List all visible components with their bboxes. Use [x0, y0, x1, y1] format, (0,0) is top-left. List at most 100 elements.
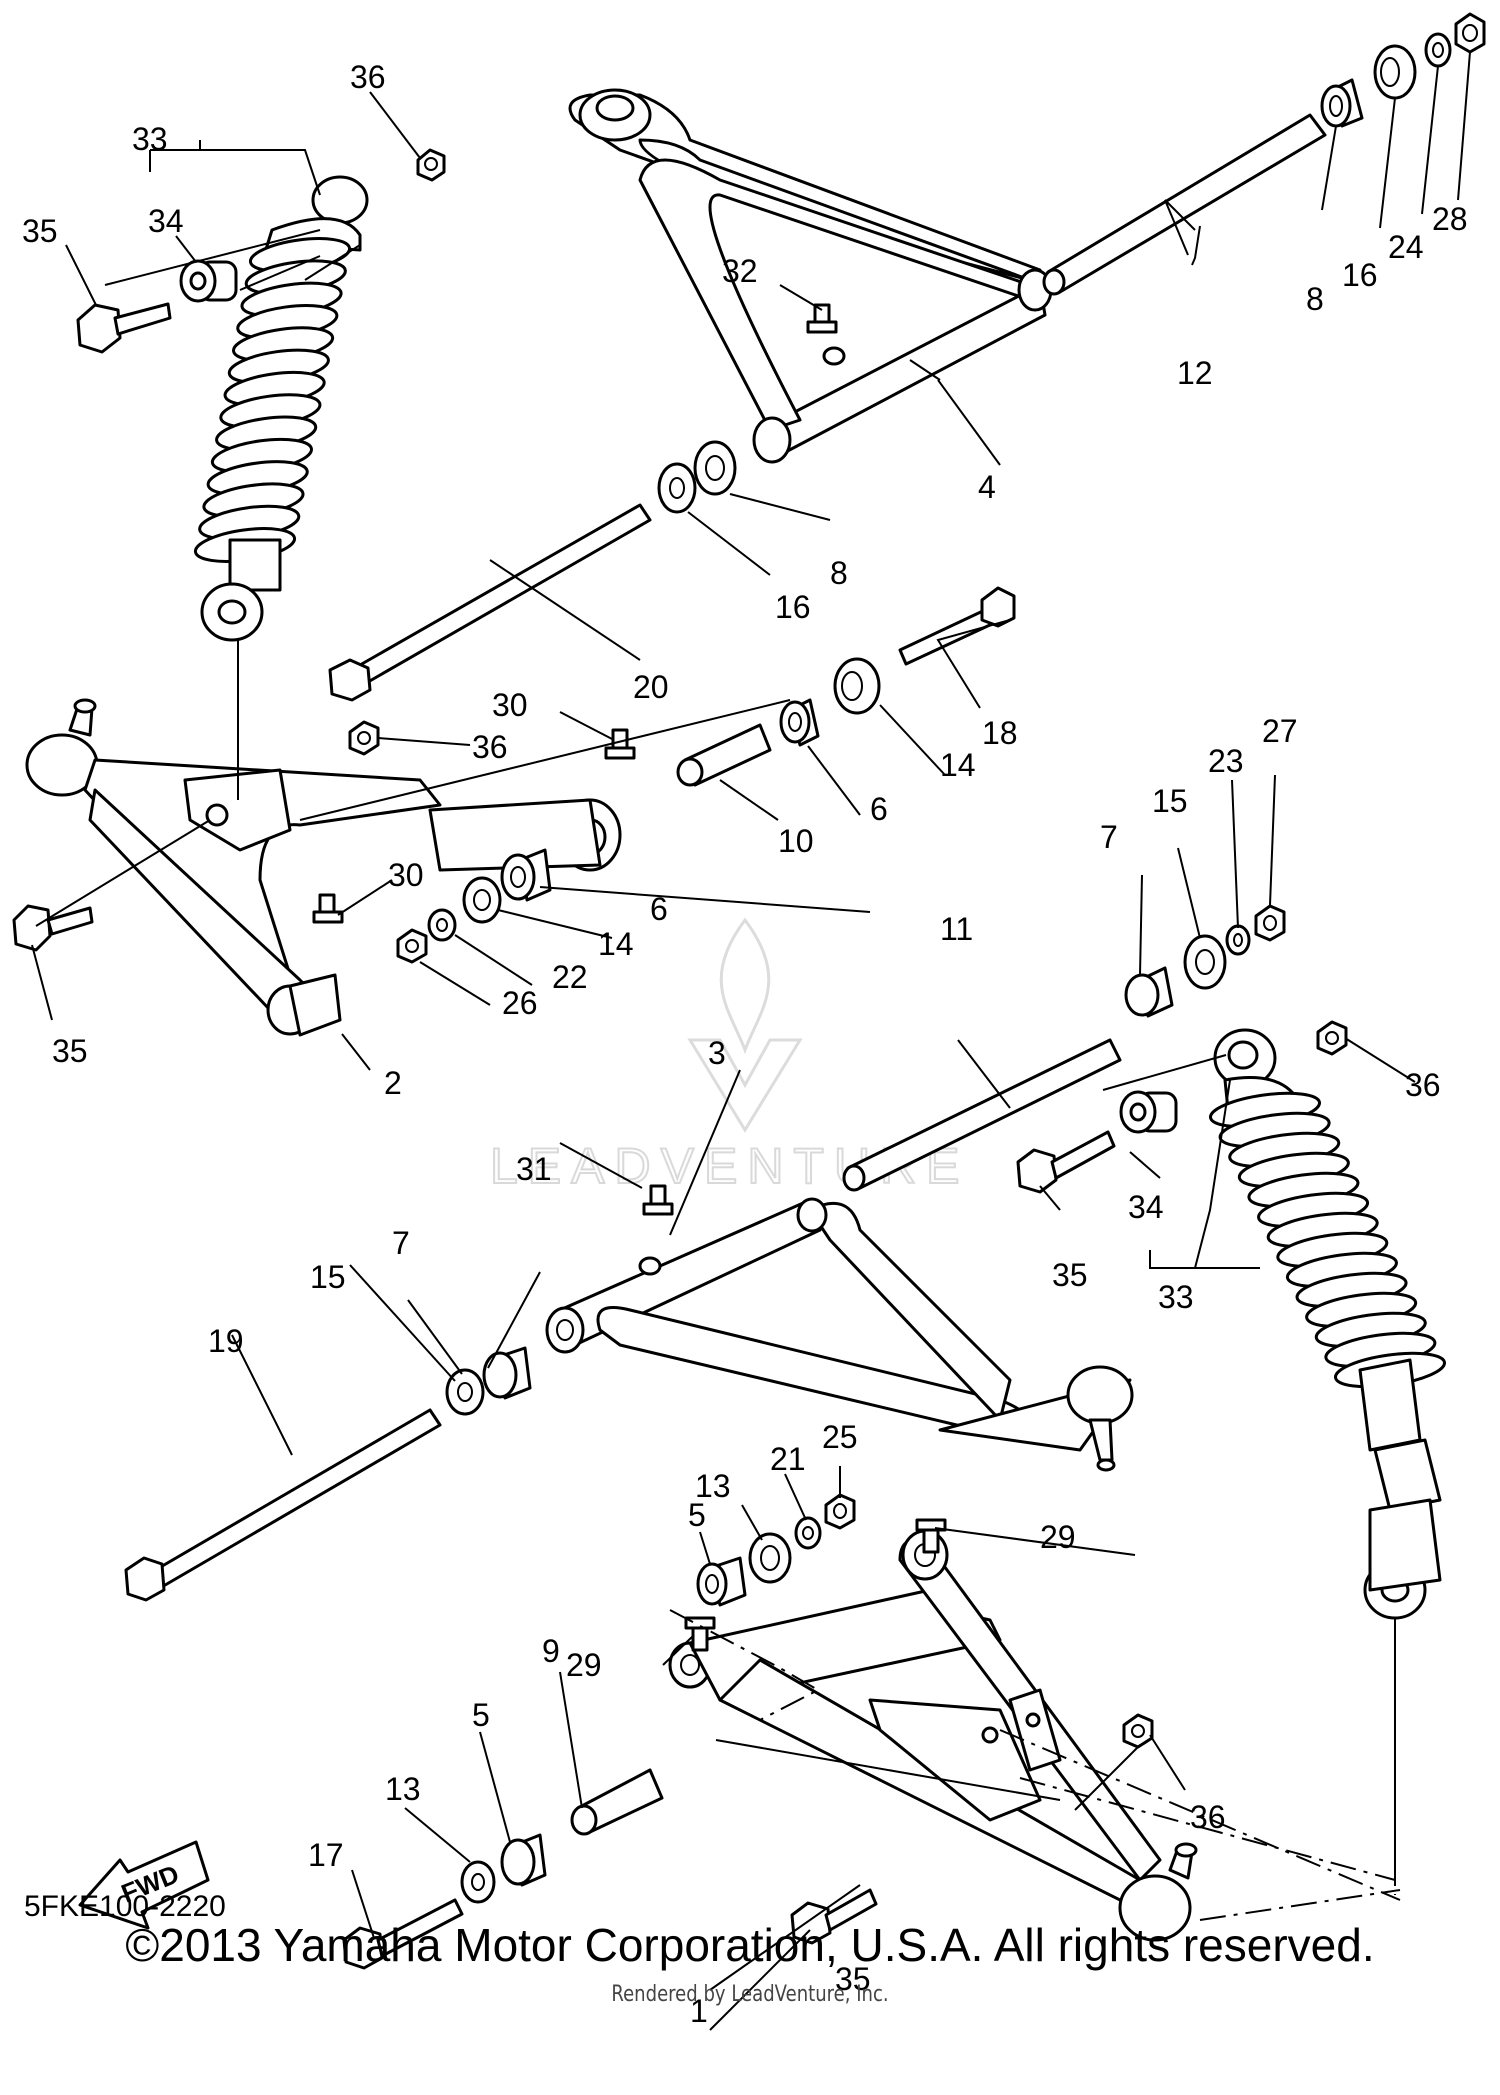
callout-35: 35: [22, 213, 58, 249]
bolt-19: [124, 1408, 442, 1602]
callout-7: 7: [1100, 819, 1118, 855]
callout-33: 33: [132, 121, 168, 157]
nut-36-bottom: [1122, 1713, 1154, 1749]
bolt-17: [342, 1898, 464, 1970]
callout-9: 9: [542, 1633, 560, 1669]
seal-14-upper: [833, 657, 881, 715]
callout-15: 15: [310, 1259, 346, 1295]
callout-35: 35: [52, 1033, 88, 1069]
seal-13-lower: [460, 1860, 496, 1904]
callout-21: 21: [770, 1441, 806, 1477]
bolt-18: [898, 586, 1016, 666]
nut-36-arm2: [348, 720, 380, 756]
bushing-6-lower: [500, 848, 552, 902]
seal-16-top: [1373, 44, 1417, 100]
callout-1: 1: [690, 1993, 708, 2029]
diagram-code: 5FKE100-2220: [24, 1890, 226, 1923]
callout-24: 24: [1388, 229, 1424, 265]
grease-nipple-29-lower: [684, 1616, 716, 1652]
fwd-arrow-icon: FWD: [78, 1840, 210, 1930]
arm-3: [545, 1197, 1134, 1472]
callout-18: 18: [982, 715, 1018, 751]
seal-14-lower: [462, 876, 502, 924]
copyright-notice: ©2013 Yamaha Motor Corporation, U.S.A. A…: [125, 1919, 1375, 1971]
callout-32: 32: [722, 253, 758, 289]
callout-33: 33: [1158, 1279, 1194, 1315]
bolt-35-upper-left: [76, 302, 172, 354]
bushing-5-lower: [500, 1833, 547, 1887]
nut-26: [396, 928, 428, 964]
callout-35: 35: [835, 1961, 871, 1997]
callout-30: 30: [388, 857, 424, 893]
callout-29: 29: [566, 1647, 602, 1683]
nut-36-upper: [416, 148, 446, 182]
grease-nipple-32: [806, 303, 846, 366]
callout-2: 2: [384, 1065, 402, 1101]
callout-4: 4: [978, 469, 996, 505]
callout-8: 8: [1306, 281, 1324, 317]
callout-14: 14: [940, 747, 976, 783]
callout-8: 8: [830, 555, 848, 591]
callout-20: 20: [633, 669, 669, 705]
bushing-7-left: [482, 1346, 532, 1400]
callout-26: 26: [502, 985, 538, 1021]
seal-15-right: [1183, 934, 1227, 990]
spacer-10: [676, 723, 772, 787]
callout-23: 23: [1208, 743, 1244, 779]
callout-13: 13: [385, 1771, 421, 1807]
callout-6: 6: [870, 791, 888, 827]
callout-19: 19: [208, 1323, 244, 1359]
callout-11: 11: [940, 911, 973, 947]
shock-absorber-right: [1208, 1028, 1447, 1620]
nut-28: [1454, 12, 1486, 54]
bolt-35-left: [12, 904, 94, 952]
nut-36-right-upper: [1316, 1020, 1348, 1056]
callout-17: 17: [308, 1837, 344, 1873]
callout-34: 34: [1128, 1189, 1164, 1225]
leader-lines: [31, 51, 1471, 2031]
callout-labels: 36 33 34 35 32 12 8 16 24 28 4 8 16 20 1…: [22, 59, 1468, 2029]
callout-5: 5: [688, 1497, 706, 1533]
callout-35: 35: [1052, 1257, 1088, 1293]
bolt-35-right-middle: [1016, 1130, 1116, 1194]
grease-nipple-30-lower: [312, 893, 344, 924]
washer-21: [794, 1516, 822, 1550]
callout-25: 25: [822, 1419, 858, 1455]
rendered-by-notice: Rendered by LeadVenture, Inc.: [611, 1982, 889, 2007]
upper-arm-4: [568, 88, 1053, 464]
callout-10: 10: [778, 823, 814, 859]
shock-absorber-left: [193, 175, 369, 642]
washer-23: [1225, 924, 1251, 956]
nut-27: [1254, 904, 1286, 942]
grease-nipple-29-upper: [915, 1518, 947, 1554]
bushing-5-upper: [696, 1556, 747, 1607]
callout-28: 28: [1432, 201, 1468, 237]
callout-15: 15: [1152, 783, 1188, 819]
callout-34: 34: [148, 203, 184, 239]
callout-13: 13: [695, 1468, 731, 1504]
callout-14: 14: [598, 926, 634, 962]
shaft-12: [1042, 113, 1327, 296]
callout-29: 29: [1040, 1519, 1076, 1555]
callout-31: 31: [516, 1151, 552, 1187]
bushing-8-mid: [693, 440, 737, 496]
arm-1: [668, 1529, 1198, 1942]
callout-5: 5: [472, 1697, 490, 1733]
callout-16: 16: [1342, 257, 1378, 293]
callout-36: 36: [350, 59, 386, 95]
collar-34-right: [1119, 1090, 1178, 1134]
callout-6: 6: [650, 891, 668, 927]
nut-25: [824, 1493, 856, 1530]
callout-36: 36: [472, 729, 508, 765]
seal-16-mid: [657, 462, 697, 514]
callout-3: 3: [708, 1035, 726, 1071]
seal-15-left: [445, 1368, 485, 1416]
washer-22: [427, 908, 457, 942]
callout-36: 36: [1190, 1799, 1226, 1835]
bushing-7-right: [1124, 966, 1174, 1018]
grease-nipple-31: [638, 1184, 674, 1276]
callout-12: 12: [1177, 355, 1213, 391]
callout-22: 22: [552, 959, 588, 995]
callout-36: 36: [1405, 1067, 1441, 1103]
